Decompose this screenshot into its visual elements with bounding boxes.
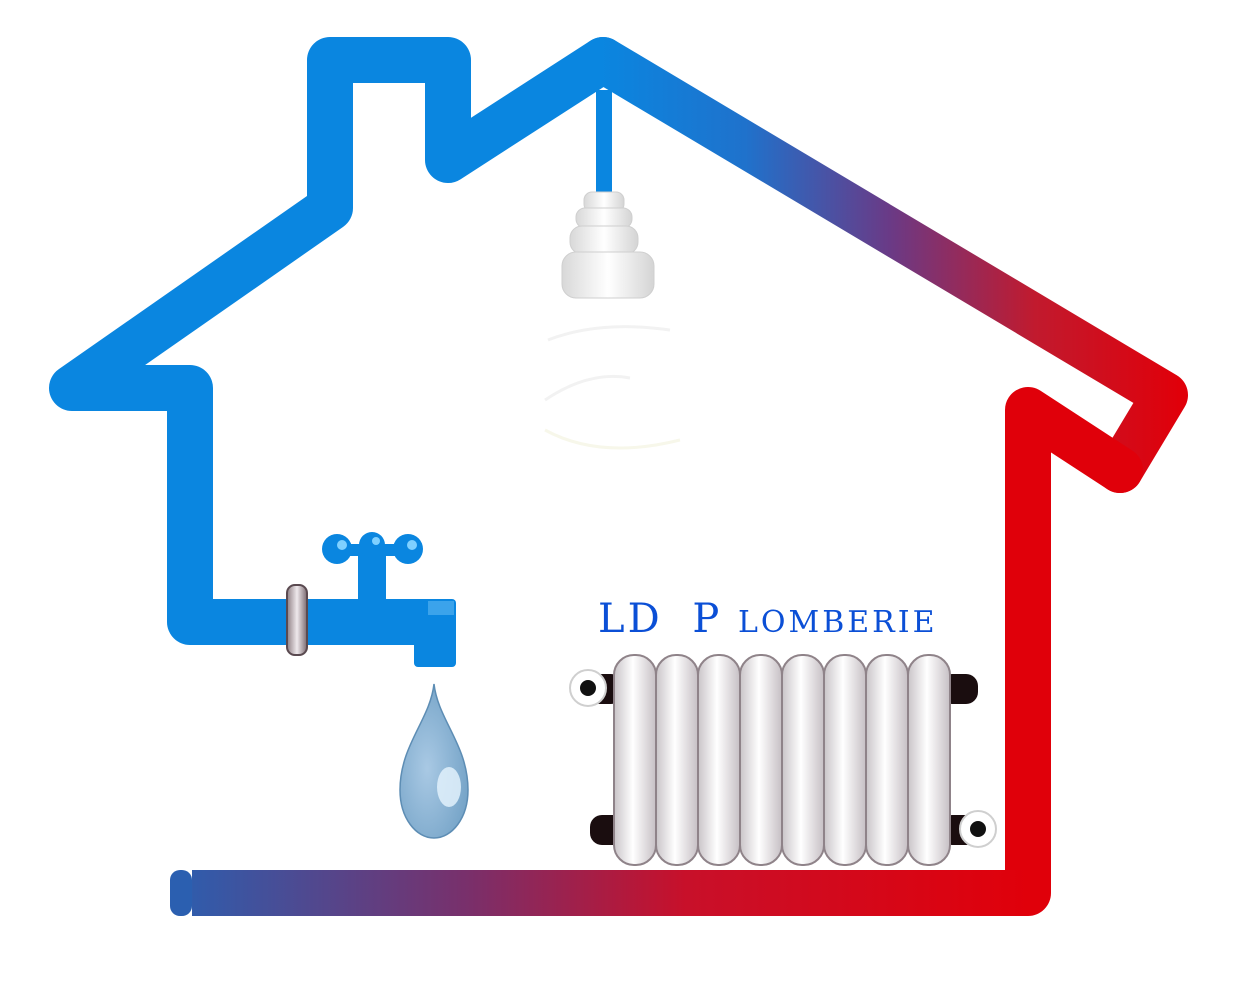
brand-name-initial: P <box>692 596 722 642</box>
brand-name-rest: LOMBERIE <box>738 605 938 640</box>
faucet-knob-center <box>359 532 385 558</box>
cold-pipe <box>49 37 626 645</box>
pipe-coupling <box>286 584 308 656</box>
faucet-knob-right <box>393 534 423 564</box>
faucet-icon <box>240 532 456 667</box>
faucet-pipe <box>240 599 440 645</box>
bulb-cord <box>596 90 612 198</box>
radiator-fin <box>865 654 909 866</box>
roof-right-pipe <box>580 37 1188 493</box>
radiator-fin <box>613 654 657 866</box>
floor-pipe-end <box>170 870 192 916</box>
radiator-fin <box>781 654 825 866</box>
radiator-fin <box>739 654 783 866</box>
radiator-fin <box>697 654 741 866</box>
faucet-knob-left <box>322 534 352 564</box>
faucet-spout <box>414 599 456 667</box>
radiator-fin <box>907 654 951 866</box>
radiator-fin <box>655 654 699 866</box>
radiator-fin <box>823 654 867 866</box>
radiator-fins <box>613 654 951 866</box>
radiator-icon <box>569 654 997 866</box>
brand-name-first: LD <box>598 596 663 642</box>
hot-pipe-wall <box>1005 387 1143 916</box>
light-bulb-icon <box>544 90 681 450</box>
brand-name: LD P LOMBERIE <box>598 596 938 642</box>
water-drop-icon <box>399 683 469 839</box>
house-pipe-icon <box>49 37 1188 916</box>
faucet-stem <box>358 552 386 602</box>
